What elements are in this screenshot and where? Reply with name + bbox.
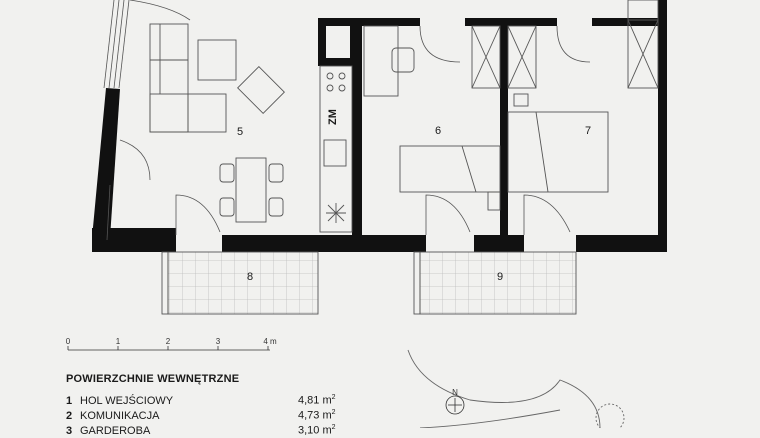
legend-row-name: KOMUNIKACJA bbox=[80, 409, 160, 422]
compass-circle bbox=[445, 395, 465, 415]
kitchen-partition bbox=[352, 18, 362, 235]
bottom-wall-center bbox=[474, 235, 524, 252]
bed-7 bbox=[507, 111, 609, 193]
top-wall-room6 bbox=[352, 18, 420, 26]
zm-label: ZM bbox=[327, 109, 339, 125]
bottom-wall-right bbox=[576, 235, 666, 252]
balcony-9 bbox=[413, 251, 577, 315]
door-swings bbox=[119, 0, 591, 235]
scale-tick-1: 1 bbox=[116, 337, 121, 346]
coffee-table bbox=[197, 39, 237, 81]
left-windows bbox=[103, 0, 130, 241]
kitchen-sink bbox=[323, 139, 347, 167]
legend-title: POWIERZCHNIE WEWNĘTRZNE bbox=[66, 373, 240, 385]
legend-row-name: GARDEROBA bbox=[80, 424, 151, 437]
area-unit-sup: 2 bbox=[331, 409, 336, 417]
balcony-8 bbox=[161, 251, 319, 315]
area-unit-sup: 2 bbox=[331, 394, 336, 402]
room-label-9: 9 bbox=[497, 271, 503, 283]
area-value: 4,73 bbox=[298, 409, 320, 422]
legend-row: 2 KOMUNIKACJA 4,73 m2 bbox=[66, 408, 366, 423]
area-unit: m bbox=[322, 424, 332, 437]
living-room-furniture bbox=[149, 23, 285, 223]
bottom-wall-left bbox=[92, 228, 176, 252]
area-value: 4,81 bbox=[298, 394, 320, 407]
area-unit: m bbox=[322, 409, 332, 422]
compass-north-label: N bbox=[452, 388, 458, 397]
scale-tick-0: 0 bbox=[66, 337, 71, 346]
kitchen bbox=[319, 65, 353, 233]
legend-row-area: 4,81 m2 bbox=[298, 394, 336, 407]
walls bbox=[92, 0, 667, 252]
kitchen-counter bbox=[319, 65, 353, 233]
room-label-8: 8 bbox=[247, 271, 253, 283]
right-exterior-wall bbox=[658, 0, 667, 252]
bed-6 bbox=[399, 145, 501, 193]
armchair bbox=[237, 66, 285, 114]
top-wall-room6b bbox=[465, 18, 557, 26]
scale-tick-3: 3 bbox=[216, 337, 221, 346]
legend-row-number: 2 bbox=[66, 409, 73, 422]
legend-row-area: 3,10 m2 bbox=[298, 424, 336, 437]
sofa-back bbox=[149, 23, 189, 133]
legend-row-number: 3 bbox=[66, 424, 73, 437]
bedroom-7-furniture bbox=[507, 0, 659, 193]
room-label-5: 5 bbox=[237, 126, 243, 138]
scale-bar: 0 1 2 3 4 m bbox=[66, 337, 277, 351]
dining-table bbox=[235, 157, 267, 223]
wardrobe-7a bbox=[507, 25, 537, 89]
room-label-7: 7 bbox=[585, 125, 591, 137]
bedroom-6-furniture bbox=[363, 25, 501, 211]
legend-row: 3 GARDEROBA 3,10 m2 bbox=[66, 423, 366, 438]
area-unit: m bbox=[322, 394, 332, 407]
scale-tick-2: 2 bbox=[166, 337, 171, 346]
legend-row-area: 4,73 m2 bbox=[298, 409, 336, 422]
area-value: 3,10 bbox=[298, 424, 320, 437]
legend-row-number: 1 bbox=[66, 394, 73, 407]
legend-row-name: HOL WEJŚCIOWY bbox=[80, 394, 174, 407]
room-label-6: 6 bbox=[435, 125, 441, 137]
partition-6-7 bbox=[500, 18, 508, 235]
wardrobe-6 bbox=[471, 25, 501, 89]
desk bbox=[363, 25, 399, 97]
scale-tick-4: 4 m bbox=[263, 337, 277, 346]
area-legend: POWIERZCHNIE WEWNĘTRZNE 1 HOL WEJŚCIOWY … bbox=[66, 373, 366, 438]
kitchen-shaft bbox=[326, 26, 350, 58]
wardrobe-7b bbox=[627, 0, 659, 89]
site-sketch bbox=[407, 349, 625, 428]
floor-plan: ZM 5 6 7 8 9 bbox=[66, 0, 667, 428]
bottom-wall-mid bbox=[222, 235, 426, 252]
left-exterior-wall bbox=[92, 88, 120, 238]
legend-row: 1 HOL WEJŚCIOWY 4,81 m2 bbox=[66, 393, 366, 408]
compass: N bbox=[445, 388, 465, 415]
